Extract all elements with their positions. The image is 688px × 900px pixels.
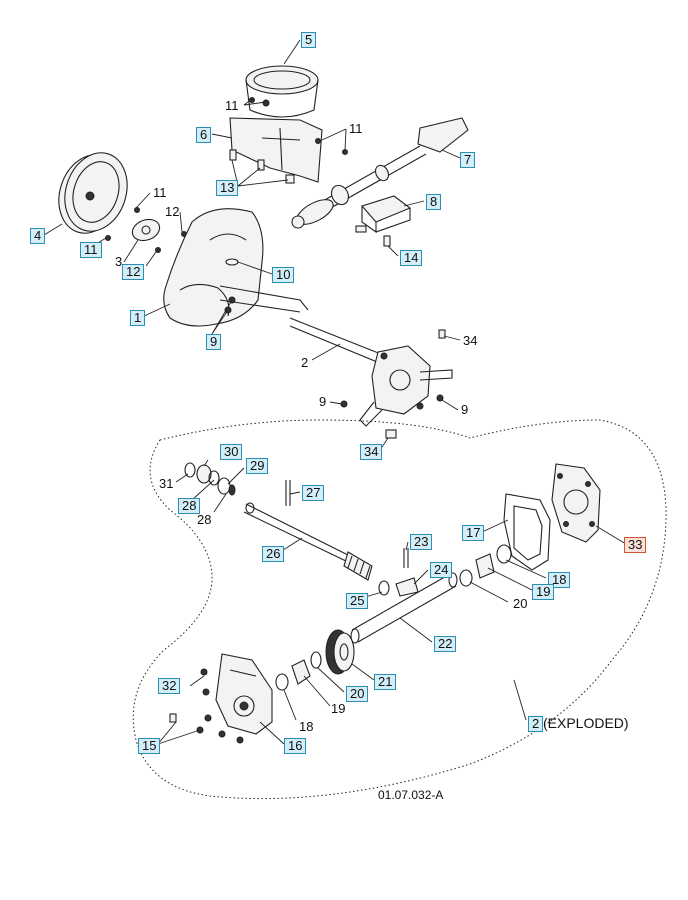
callout-4: 4	[30, 228, 46, 244]
callout-3: 3	[115, 254, 123, 269]
parts-23-25-small	[378, 548, 419, 597]
part-5-chute-ring	[245, 65, 319, 118]
callout-21: 21	[374, 674, 397, 690]
exploded-view-boundary	[132, 419, 667, 800]
callout-exploded-label: (EXPLODED)	[543, 715, 629, 731]
callout-33: 33	[624, 537, 647, 553]
callout-11: 11	[153, 185, 167, 200]
callout-2: 2	[301, 355, 309, 370]
callout-18: 18	[299, 719, 314, 734]
callout-9: 9	[319, 394, 327, 409]
callout-11: 11	[225, 98, 239, 113]
part-13-bolts	[229, 149, 295, 184]
callout-5: 5	[301, 32, 317, 48]
callout-6: 6	[196, 127, 212, 143]
parts-18-20-lower	[275, 651, 322, 691]
callout-1: 1	[130, 310, 146, 326]
callout-30: 30	[220, 444, 243, 460]
callout-26: 26	[262, 546, 285, 562]
part-3-bearing-flange	[105, 207, 187, 253]
part-14-screw	[383, 235, 391, 247]
callout-19: 19	[331, 701, 346, 716]
callout-12: 12	[122, 264, 145, 280]
callout-16: 16	[284, 738, 307, 754]
callout-11: 11	[349, 121, 363, 136]
callout-25: 25	[346, 593, 369, 609]
reference-code: 01.07.032-A	[378, 788, 444, 802]
callout-28: 28	[178, 498, 201, 514]
parts-18-20-upper	[459, 544, 512, 587]
callout-32: 32	[158, 678, 181, 694]
part-6-chute-bracket	[229, 117, 348, 183]
leader-lines	[43, 39, 627, 745]
callout-34: 34	[360, 444, 383, 460]
callout-13: 13	[216, 180, 239, 196]
part-27-pin	[285, 480, 291, 506]
callout-8: 8	[426, 194, 442, 210]
part-33-gearbox-cover	[551, 463, 601, 543]
part-21-gear	[325, 629, 355, 675]
parts-28-31-washers	[184, 462, 236, 496]
part-22-output-shaft	[350, 572, 458, 644]
part-2-gearbox-assembly	[289, 317, 453, 439]
callout-27: 27	[302, 485, 325, 501]
part-26-worm-shaft	[243, 502, 373, 581]
callout-20: 20	[346, 686, 369, 702]
callout-11: 11	[80, 242, 102, 258]
part-17-gasket	[503, 493, 551, 571]
callout-15: 15	[138, 738, 161, 754]
callout-20: 20	[513, 596, 528, 611]
callout-2-exploded: 2	[528, 716, 544, 732]
parts-15-32-screws	[169, 668, 244, 744]
callout-14: 14	[400, 250, 423, 266]
callout-12: 12	[165, 204, 180, 219]
callout-24: 24	[430, 562, 453, 578]
part-8-rod-bracket	[355, 195, 412, 234]
part-7-control-rod	[291, 117, 469, 229]
part-16-gearbox-half	[215, 653, 273, 735]
callout-17: 17	[462, 525, 485, 541]
callout-31: 31	[159, 476, 174, 491]
callout-28: 28	[197, 512, 212, 527]
callout-9: 9	[461, 402, 469, 417]
part-4-pulley	[58, 152, 128, 234]
callout-34: 34	[463, 333, 478, 348]
callout-7: 7	[460, 152, 476, 168]
callout-9: 9	[206, 334, 222, 350]
callout-10: 10	[272, 267, 295, 283]
callout-19: 19	[532, 584, 555, 600]
callout-29: 29	[246, 458, 269, 474]
callout-22: 22	[434, 636, 457, 652]
callout-23: 23	[410, 534, 433, 550]
